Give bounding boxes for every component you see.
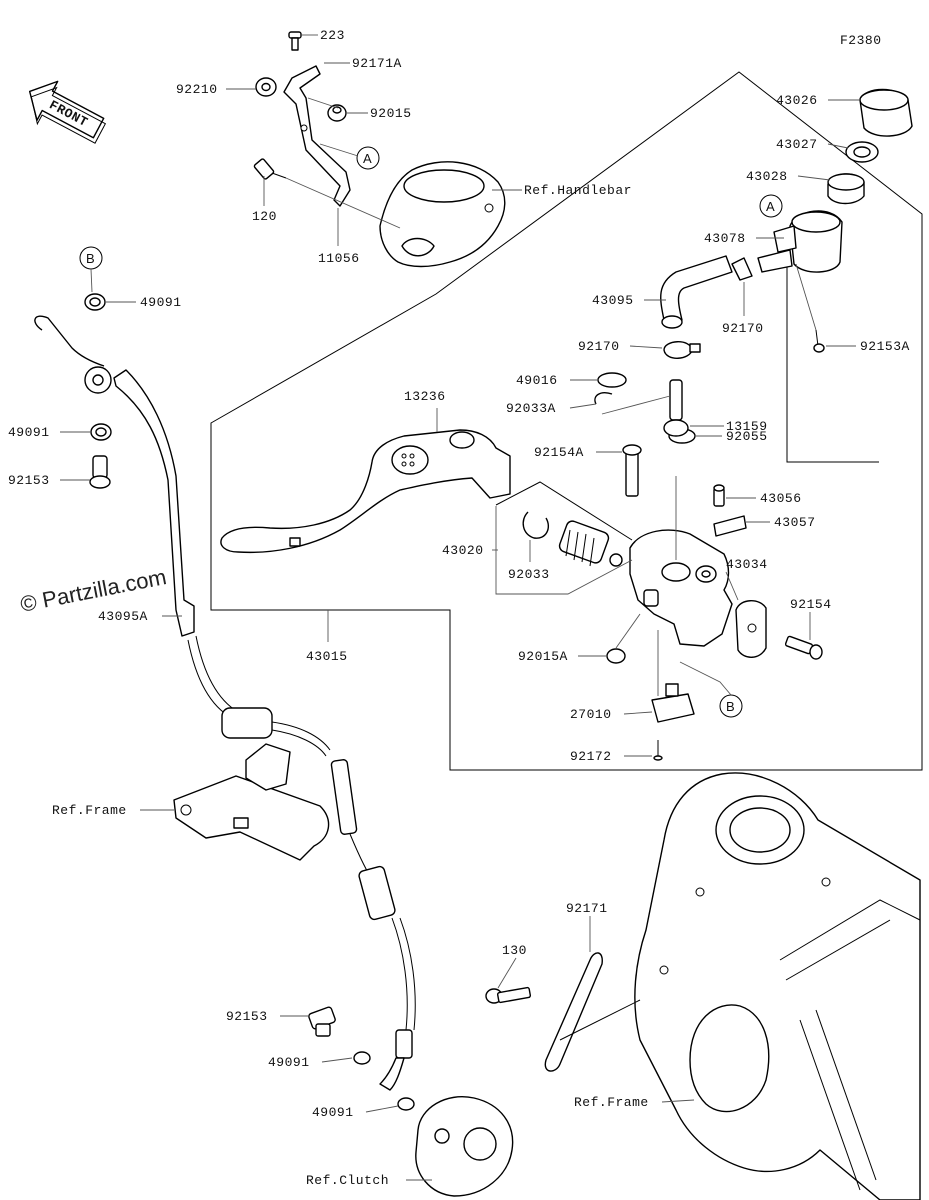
label-92171A: 92171A (352, 56, 402, 71)
callout-a-reservoir: A (759, 194, 783, 218)
nut-92015A (606, 648, 626, 664)
label-ref-handlebar: Ref.Handlebar (524, 183, 632, 198)
piston-kit-43020 (558, 520, 623, 567)
bolt-92153-bottom (308, 1006, 336, 1037)
label-43026: 43026 (776, 93, 818, 108)
label-43027: 43027 (776, 137, 818, 152)
reservoir-43078 (757, 210, 843, 273)
label-49016: 49016 (516, 373, 558, 388)
label-130: 130 (502, 943, 527, 958)
label-43034: 43034 (726, 557, 768, 572)
label-43020: 43020 (442, 543, 484, 558)
label-92153-left: 92153 (8, 473, 50, 488)
label-ref-frame-right: Ref.Frame (574, 1095, 649, 1110)
label-11056: 11056 (318, 251, 360, 266)
clamp-92170-a (663, 341, 701, 359)
callout-a-bracket: A (356, 146, 380, 170)
label-92033: 92033 (508, 567, 550, 582)
frame-right (634, 772, 921, 1200)
bolt-130 (485, 986, 532, 1004)
label-92055: 92055 (726, 429, 768, 444)
label-43028: 43028 (746, 169, 788, 184)
switch-27010 (651, 683, 695, 723)
nut-92015 (327, 104, 347, 122)
screw-92153A (813, 329, 825, 353)
washer-49091-b2 (397, 1097, 415, 1111)
clamp-92170-b (731, 257, 753, 281)
pipe-13159 (663, 379, 689, 437)
label-49091-b1: 49091 (268, 1055, 310, 1070)
bolt-92154 (784, 635, 823, 660)
label-92171: 92171 (566, 901, 608, 916)
bolt-92154A (622, 444, 642, 497)
label-49091-mid: 49091 (8, 425, 50, 440)
label-92015: 92015 (370, 106, 412, 121)
bolt-223 (288, 31, 302, 51)
label-92153A: 92153A (860, 339, 910, 354)
label-ref-clutch: Ref.Clutch (306, 1173, 389, 1188)
figure-code: F2380 (840, 33, 882, 48)
svg-text:A: A (766, 199, 775, 214)
label-92170-b: 92170 (722, 321, 764, 336)
label-92172: 92172 (570, 749, 612, 764)
label-92154: 92154 (790, 597, 832, 612)
plate-43027 (845, 141, 879, 163)
screw-92172 (653, 740, 663, 761)
nut-92210 (255, 77, 277, 97)
snap-ring-92033 (522, 511, 550, 539)
cap-43057 (713, 515, 747, 537)
label-43057: 43057 (774, 515, 816, 530)
clutch-lever-13236 (220, 429, 511, 554)
washer-49091-top (84, 293, 106, 311)
clutch-hose-43095A (34, 315, 416, 1091)
label-92153-bottom: 92153 (226, 1009, 268, 1024)
master-cylinder-group-box (210, 71, 923, 771)
label-43078: 43078 (704, 231, 746, 246)
snap-ring-92033A (594, 392, 613, 405)
callout-b-body: B (719, 694, 743, 718)
svg-text:A: A (363, 151, 372, 166)
label-92170-a: 92170 (578, 339, 620, 354)
svg-text:B: B (86, 251, 95, 266)
label-223: 223 (320, 28, 345, 43)
frame-bracket-left (173, 743, 330, 861)
label-92033A: 92033A (506, 401, 556, 416)
label-92210: 92210 (176, 82, 218, 97)
reservoir-cap-43026 (859, 88, 913, 137)
washer-49016 (597, 372, 627, 388)
bracket-11056 (283, 65, 351, 207)
label-43056: 43056 (760, 491, 802, 506)
label-13236: 13236 (404, 389, 446, 404)
bolt-92153-left (89, 455, 111, 489)
bolt-120 (253, 158, 287, 180)
washer-49091-b1 (353, 1051, 371, 1065)
clutch-cylinder (415, 1096, 514, 1197)
label-49091-b2: 49091 (312, 1105, 354, 1120)
label-27010: 27010 (570, 707, 612, 722)
label-120: 120 (252, 209, 277, 224)
holder-43034 (735, 600, 767, 658)
washer-49091-mid (90, 423, 112, 441)
label-92015A: 92015A (518, 649, 568, 664)
label-92154A: 92154A (534, 445, 584, 460)
label-43095: 43095 (592, 293, 634, 308)
label-13159: 13159 (726, 419, 768, 434)
label-49091-top: 49091 (140, 295, 182, 310)
clamp-handlebar (379, 161, 506, 268)
bleeder-43056 (713, 484, 725, 507)
leader-lines (60, 34, 860, 1181)
master-cylinder-body (629, 529, 733, 647)
label-43095A: 43095A (98, 609, 148, 624)
diaphragm-43028 (827, 173, 865, 205)
label-43015: 43015 (306, 649, 348, 664)
callout-b-hose: B (79, 246, 103, 270)
bracket-92171 (544, 952, 641, 1072)
front-arrow-icon: FRONT (28, 80, 107, 144)
label-ref-frame-left: Ref.Frame (52, 803, 127, 818)
hose-43095 (660, 255, 733, 329)
svg-text:B: B (726, 699, 735, 714)
